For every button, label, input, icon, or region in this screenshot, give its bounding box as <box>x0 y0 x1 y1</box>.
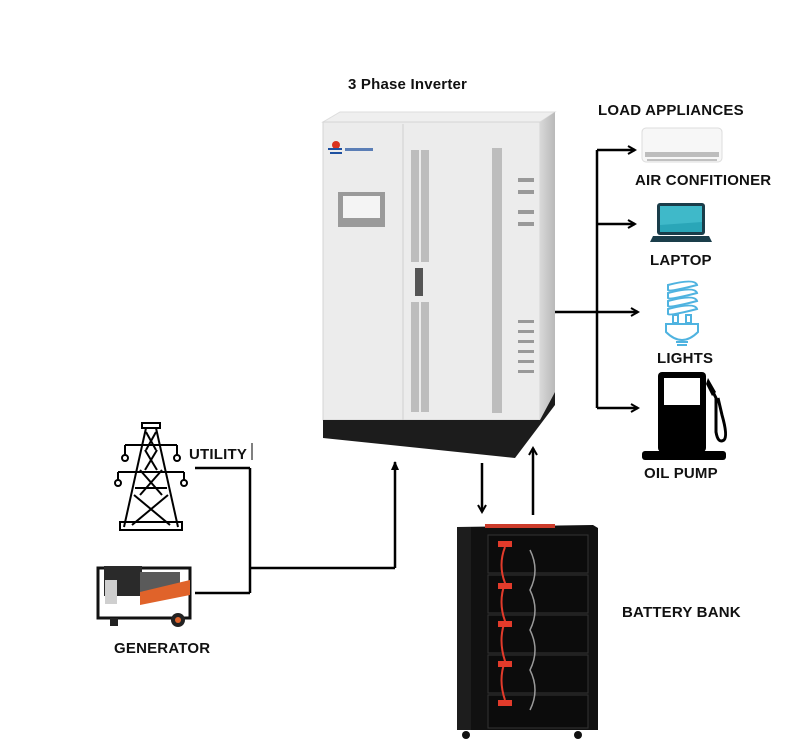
load-bus <box>555 150 638 408</box>
power-tower-icon <box>114 422 188 531</box>
source-label-generator: GENERATOR <box>114 640 211 657</box>
load-appliances-heading: LOAD APPLIANCES <box>598 102 744 119</box>
load-label-oil-pump: OIL PUMP <box>644 465 718 482</box>
inverter-cabinet <box>321 111 557 458</box>
laptop-icon <box>650 203 712 242</box>
source-bus <box>195 443 399 595</box>
battery-rack-icon <box>457 524 598 739</box>
inverter-title: 3 Phase Inverter <box>348 76 468 93</box>
light-bulb-icon <box>665 280 699 346</box>
load-label-air-conditioner: AIR CONFITIONER <box>635 172 772 189</box>
battery-links <box>482 448 533 515</box>
source-label-utility: UTILITY <box>189 446 248 463</box>
battery-bank-label: BATTERY BANK <box>622 604 741 621</box>
air-conditioner-icon <box>641 127 723 163</box>
load-label-lights: LIGHTS <box>657 350 714 367</box>
load-label-laptop: LAPTOP <box>650 252 712 269</box>
brand-logo <box>328 141 373 154</box>
fuel-pump-icon <box>642 372 728 460</box>
generator-icon <box>96 566 192 627</box>
